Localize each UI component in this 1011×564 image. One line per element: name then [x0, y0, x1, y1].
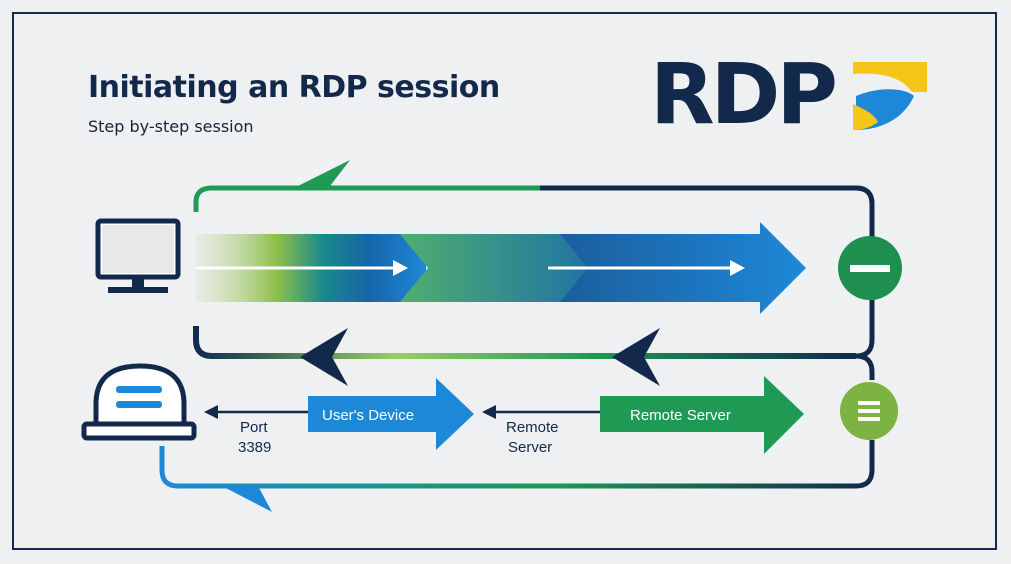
remote-label: Remote: [506, 419, 559, 436]
remote-server-label: Remote Server: [630, 407, 731, 424]
port-number-label: 3389: [238, 439, 271, 456]
server-label: Server: [508, 439, 552, 456]
response-return-line: [193, 326, 856, 359]
bottom-loop-line: [159, 440, 875, 489]
rdp-logo-text: RDP: [650, 45, 838, 143]
monitor-icon: [95, 218, 181, 293]
return-arrowhead-left: [300, 328, 348, 386]
port-label: Port: [240, 419, 268, 436]
server-icon: [81, 363, 197, 441]
diagram-subtitle: Step by-step session: [88, 117, 254, 136]
top-loop-line: [193, 185, 875, 240]
bottom-loop-arrowhead: [222, 486, 272, 512]
users-device-label: User's Device: [322, 407, 414, 424]
users-device-arrow: [308, 378, 474, 450]
rdp-swoosh-logo: [853, 62, 927, 130]
remote-server-arrow: [600, 376, 804, 454]
request-flow-band: [196, 222, 806, 314]
diagram-title: Initiating an RDP session: [88, 70, 500, 105]
return-arrowhead-right: [612, 328, 660, 386]
top-loop-arrowhead: [298, 160, 350, 186]
